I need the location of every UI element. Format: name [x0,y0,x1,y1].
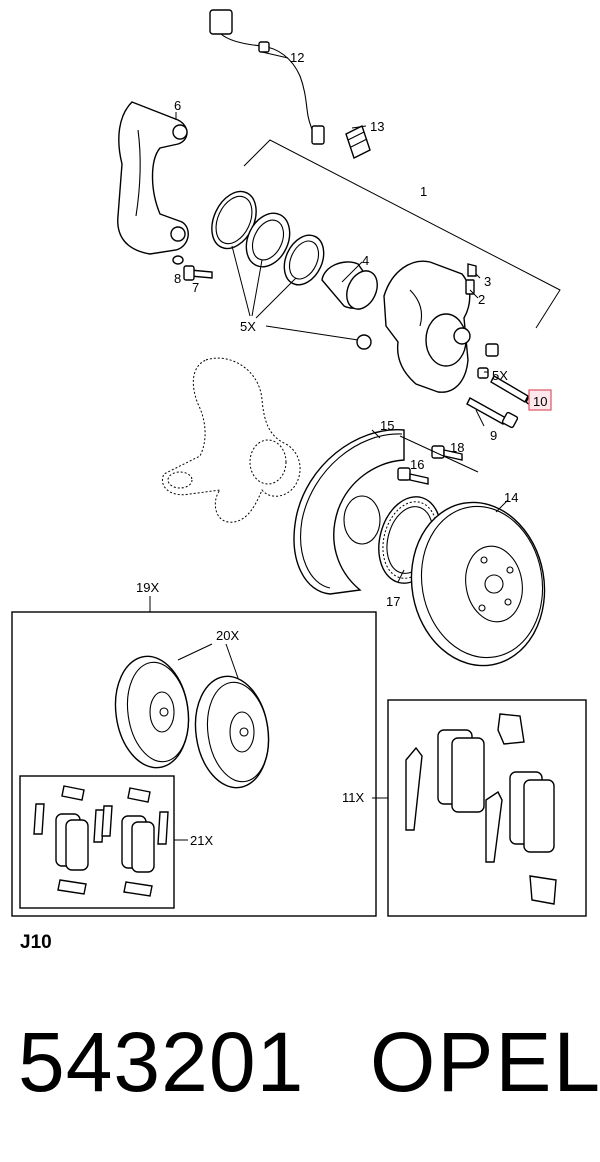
label-13: 13 [370,119,384,134]
label-14: 14 [504,490,518,505]
brake-disc-14 [410,501,546,667]
leader-2 [469,289,479,299]
label-19x: 19X [136,580,159,595]
leader-5x-a [231,245,251,317]
kit-box-21x [19,775,175,909]
leader-14 [495,499,509,513]
leader-3 [475,273,481,279]
dust-boot-13 [345,125,371,159]
label-4: 4 [362,253,369,268]
kit-box-11x [387,699,587,917]
part-number: 543201 [18,1015,305,1109]
label-5x-b: 5X [492,368,508,383]
leader-15 [371,429,381,439]
pad-set-21x-right [101,787,169,897]
label-2: 2 [478,292,485,307]
label-11x: 11X [342,790,364,805]
part-footer: 543201 OPEL [10,1012,600,1122]
label-17: 17 [386,594,400,609]
label-8: 8 [174,271,181,286]
pad-set-11x [405,713,557,905]
label-15: 15 [380,418,394,433]
abs-sensor-cable [209,9,325,145]
label-16: 16 [410,457,424,472]
leader-9 [475,409,485,427]
disc-20x-right [194,675,270,789]
label-21x: 21X [190,833,213,848]
bolts-16-18 [397,445,463,485]
leader-4 [341,261,363,283]
diagram-code: J10 [20,932,52,953]
piston-4 [321,261,378,310]
leader-5x-d [265,325,359,341]
group-bracket-1 [243,139,561,329]
bleed-screw-2-3 [465,263,477,295]
label-3: 3 [484,274,491,289]
pad-set-21x-left [33,785,105,895]
label-12: 12 [290,50,304,65]
label-7: 7 [192,280,199,295]
label-20x: 20X [216,628,239,643]
disc-20x-left [114,655,190,769]
label-18: 18 [450,440,464,455]
steering-knuckle [162,357,301,523]
label-5x: 5X [240,319,256,334]
guide-bush [485,343,499,357]
brand-name: OPEL [370,1015,600,1109]
leader-12 [261,51,289,59]
label-1: 1 [420,184,427,199]
kit-box-19x [11,611,377,917]
label-10: 10 [533,394,547,409]
leader-15-b [399,435,479,473]
leader-5x-c [255,277,297,319]
guide-bush [477,367,489,379]
label-6: 6 [174,98,181,113]
bolt-7-washer-8 [172,255,213,281]
leader-5x-b [251,259,263,317]
guide-bush [356,334,372,350]
splash-shield-15 [293,429,405,595]
caliper-carrier-6 [117,101,189,255]
leader-13 [351,125,367,129]
caliper-housing [383,260,471,393]
leader-17 [397,569,405,583]
part-10-highlight [528,389,552,411]
label-9: 9 [490,428,497,443]
piston-seals-5x [211,190,325,286]
